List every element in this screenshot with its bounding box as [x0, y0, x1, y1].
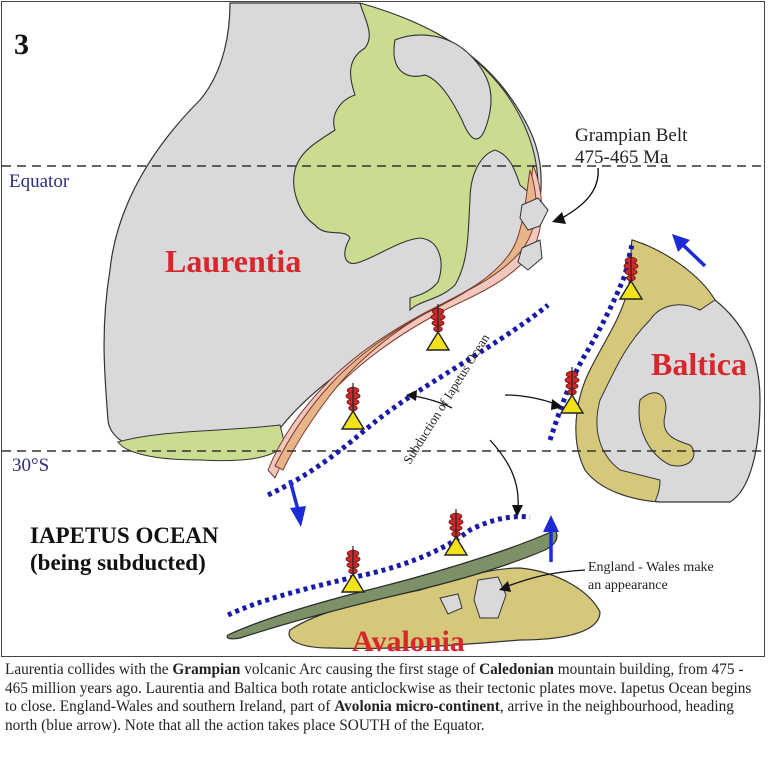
- england-wales-label: England - Wales make: [588, 560, 714, 575]
- avalonia-label: Avalonia: [352, 625, 465, 658]
- volcano-icon: [341, 382, 365, 430]
- paleogeographic-map: 3 Equator 30°S Laurentia Baltica Avaloni…: [2, 2, 764, 658]
- caption-bold-avolonia: Avolonia micro-continent: [334, 698, 500, 716]
- equator-label: Equator: [9, 171, 70, 192]
- subduction-zone-laurentia: [266, 303, 550, 498]
- grampian-grey-block-2: [517, 239, 543, 271]
- pointer-arrow-subduction-3: [489, 439, 523, 517]
- direction-arrow-icon: [672, 234, 707, 268]
- caption-text: volcanic Arc causing the first stage of: [240, 661, 480, 678]
- panel-number: 3: [14, 28, 29, 61]
- iapetus-ocean-label: IAPETUS OCEAN: [30, 523, 219, 548]
- avalonia-grey-patch-2: [439, 593, 463, 615]
- pointer-arrow-subduction-2: [504, 394, 563, 410]
- volcano-icon: [341, 545, 365, 593]
- grampian-age-label: 475-465 Ma: [575, 147, 669, 168]
- pointer-arrow-england: [499, 569, 586, 592]
- figure-caption: Laurentia collides with the Grampian vol…: [5, 661, 763, 736]
- direction-arrow-icon: [288, 479, 306, 527]
- caption-text: mountain building, from 475 - 465 millio…: [5, 661, 752, 716]
- grampian-belt-label: Grampian Belt: [575, 125, 688, 146]
- subduction-zone-baltica: [547, 244, 635, 441]
- arc-orange-belt: [274, 169, 537, 471]
- caption-text: Laurentia collides with the: [5, 661, 173, 678]
- laurentia-label: Laurentia: [165, 243, 301, 279]
- appearance-label: an appearance: [588, 578, 668, 593]
- being-subducted-label: (being subducted): [30, 550, 206, 575]
- direction-arrow-icon: [543, 515, 559, 562]
- baltica-label: Baltica: [651, 346, 747, 382]
- caption-bold-caledonian: Caledonian: [479, 661, 554, 678]
- caption-bold-grampian: Grampian: [172, 661, 241, 678]
- pointer-arrow-subduction-1: [406, 390, 453, 409]
- grampian-grey-block-1: [519, 197, 549, 231]
- baltica-khaki-land: [575, 239, 716, 503]
- laurentia-lake: [393, 34, 492, 140]
- latitude-30s-label: 30°S: [12, 455, 49, 476]
- pointer-arrow-grampian: [552, 167, 599, 224]
- laurentia-south-green: [117, 424, 286, 462]
- avalonia-grey-patch-1: [473, 576, 507, 619]
- subduction-zone-avalonia: [226, 514, 531, 618]
- caption-text: , arrive in the neighbourhood, heading n…: [5, 698, 734, 735]
